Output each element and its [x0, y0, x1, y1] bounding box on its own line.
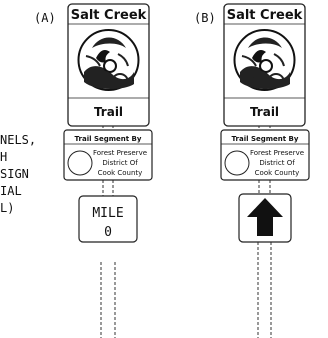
assembly-a: (A) Salt Creek: [34, 3, 153, 338]
assembly-tag: (A): [34, 11, 56, 25]
trail-emblem-icon: [77, 29, 140, 91]
arrow-sign: [238, 193, 292, 243]
left-note-line: L): [0, 201, 14, 215]
trail-label: Trail: [94, 105, 123, 119]
left-note-line: IAL: [0, 184, 22, 198]
segment-title: Trail Segment By: [75, 135, 142, 143]
trail-label: Trail: [250, 105, 279, 119]
sign-posts: [100, 115, 116, 338]
trail-sign-panel: Salt Creek Trail: [223, 3, 306, 127]
trail-sign-panel: Salt Creek Trail: [67, 3, 150, 127]
trail-emblem-icon: [233, 29, 296, 91]
mile-label: MILE: [92, 206, 123, 221]
agency-logo-icon: [224, 150, 250, 176]
segment-sign-panel: Trail Segment By Forest Preserve Distric…: [63, 129, 153, 181]
agency-line: District Of: [259, 159, 295, 167]
agency-line: Forest Preserve: [250, 149, 304, 157]
segment-title: Trail Segment By: [232, 135, 299, 143]
mile-number: 0: [104, 225, 112, 240]
sign-header: Salt Creek: [71, 8, 147, 23]
agency-line: Cook County: [255, 169, 300, 177]
up-arrow-icon: [247, 198, 283, 236]
agency-line: Forest Preserve: [93, 149, 147, 157]
assembly-b: (B) Salt Creek: [194, 3, 310, 338]
segment-sign-panel: Trail Segment By Forest Preserve Distric…: [220, 129, 310, 181]
left-note-line: H: [0, 150, 7, 164]
left-note-line: NELS,: [0, 133, 36, 147]
mile-marker-sign: MILE 0: [78, 195, 138, 243]
left-note: NELS, H SIGN IAL L): [0, 133, 36, 215]
sign-header: Salt Creek: [227, 8, 303, 23]
agency-line: District Of: [102, 159, 138, 167]
agency-logo-icon: [67, 150, 93, 176]
agency-line: Cook County: [98, 169, 143, 177]
assembly-tag: (B): [194, 11, 216, 25]
left-note-line: SIGN: [0, 167, 29, 181]
